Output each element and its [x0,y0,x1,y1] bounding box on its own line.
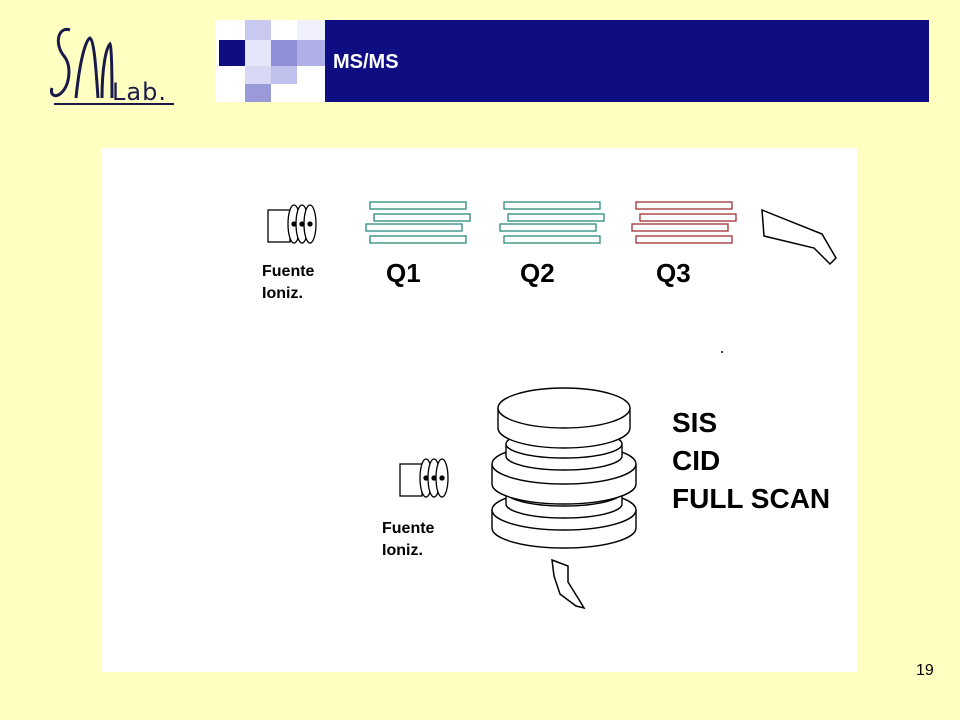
msms-diagram [267,201,837,610]
bottom-ion-source-icon [399,458,449,498]
q3-label: Q3 [656,258,691,288]
logo-text: Lab. [112,78,167,106]
logo-mark [50,27,174,105]
page-title: MS/MS [333,51,399,73]
mode-sis: SIS [672,407,718,438]
bottom-source-label: Fuente Ioniz. [382,518,434,562]
bottom-source-label-line1: Fuente [382,520,435,537]
mode-full-scan: FULL SCAN [672,483,831,514]
ion-trap-icon [491,387,637,549]
top-detector-icon [761,208,837,266]
mode-cid: CID [672,445,721,476]
modes-list: SIS CID FULL SCAN [672,404,830,518]
q1-quadrupole-icon [365,201,471,244]
page-number: 19 [916,662,934,679]
top-ion-source-icon [267,204,317,244]
q2-quadrupole-icon [499,201,605,244]
top-source-label-line1: Fuente [262,263,315,280]
dot-mark [721,351,723,353]
top-source-label-line2: Ioniz. [262,285,303,302]
diagram-panel: Fuente Ioniz. Q1 Q2 Q3 Fuente Ioniz. SIS… [102,148,857,672]
bottom-detector-icon [551,558,586,610]
q1-label: Q1 [386,258,421,288]
title-decoration [215,20,325,102]
bottom-source-label-line2: Ioniz. [382,542,423,559]
q2-label: Q2 [520,258,555,288]
q3-quadrupole-icon [631,201,737,244]
top-source-label: Fuente Ioniz. [262,261,314,305]
title-bar: MS/MS [215,20,929,102]
